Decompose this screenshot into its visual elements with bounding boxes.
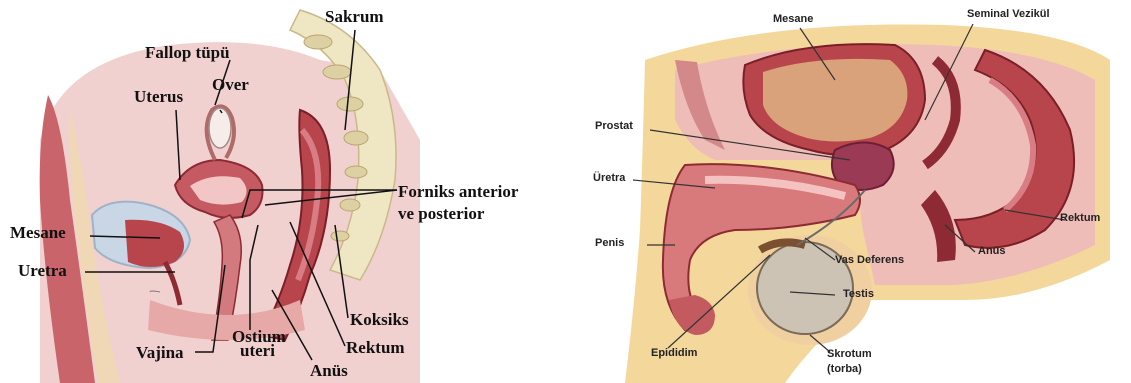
label-ostium-line2: uteri: [240, 342, 275, 359]
label-uretra: Uretra: [18, 262, 67, 279]
male-pelvis-panel: Mesane Seminal Vezikül Prostat Üretra Re…: [565, 0, 1131, 383]
label-sakrum: Sakrum: [325, 8, 384, 25]
label-rektum-male: Rektum: [1060, 213, 1100, 224]
label-vajina: Vajina: [136, 344, 184, 361]
label-anus-male: Anüs: [978, 246, 1006, 257]
label-mesane-male: Mesane: [773, 14, 813, 25]
label-testis: Testis: [843, 289, 874, 300]
female-pelvis-panel: Sakrum Fallop tüpü Uterus Over Forniks a…: [0, 0, 560, 383]
label-rektum: Rektum: [346, 339, 405, 356]
label-skrotum-line2: (torba): [827, 364, 862, 375]
label-skrotum-line1: Skrotum: [827, 349, 872, 360]
label-uretra-male: Üretra: [593, 173, 625, 184]
label-fallop-tupu: Fallop tüpü: [145, 44, 230, 61]
label-mesane: Mesane: [10, 224, 66, 241]
label-over: Over: [212, 76, 249, 93]
label-koksiks: Koksiks: [350, 311, 409, 328]
label-epididim: Epididim: [651, 348, 697, 359]
male-pelvis-illustration: [565, 0, 1131, 383]
label-prostat: Prostat: [595, 121, 633, 132]
label-vas-deferens: Vas Deferens: [835, 255, 904, 266]
label-anus-female: Anüs: [310, 362, 348, 379]
ovary: [209, 108, 231, 148]
label-forniks-line2: ve posterior: [398, 205, 484, 222]
label-seminal-vezikul: Seminal Vezikül: [967, 9, 1050, 20]
label-penis: Penis: [595, 238, 624, 249]
label-forniks-line1: Forniks anterior: [398, 183, 518, 200]
label-uterus: Uterus: [134, 88, 183, 105]
